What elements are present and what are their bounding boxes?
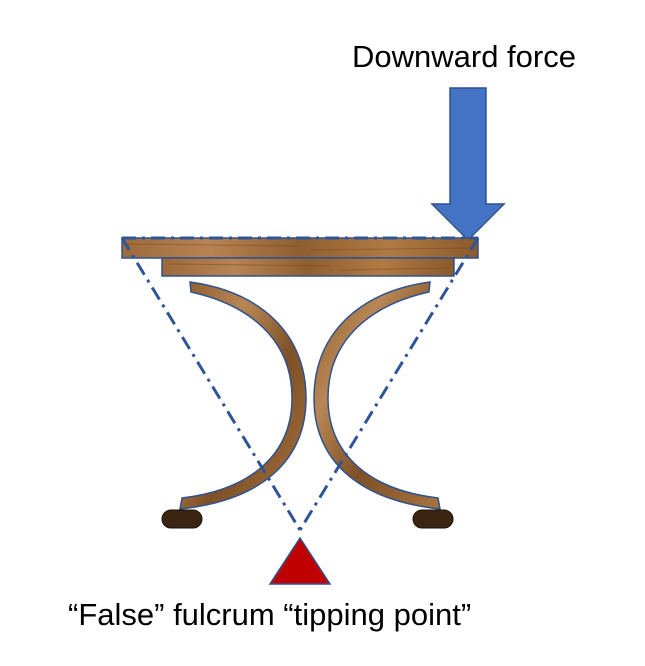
table-apron-board (161, 257, 455, 277)
force-arrow-icon (430, 87, 506, 242)
fulcrum-triangle-icon (268, 536, 332, 585)
force-label: Downward force (352, 39, 576, 74)
left-leg (179, 281, 307, 510)
wood-grain (127, 243, 471, 271)
right-foot (412, 509, 454, 529)
left-foot (161, 509, 203, 529)
right-leg (313, 281, 441, 510)
table-top-board (121, 237, 479, 259)
tipping-lines (120, 236, 480, 531)
fulcrum-label: “False” fulcrum “tipping point” (68, 597, 471, 632)
left-dash-line (120, 237, 302, 531)
